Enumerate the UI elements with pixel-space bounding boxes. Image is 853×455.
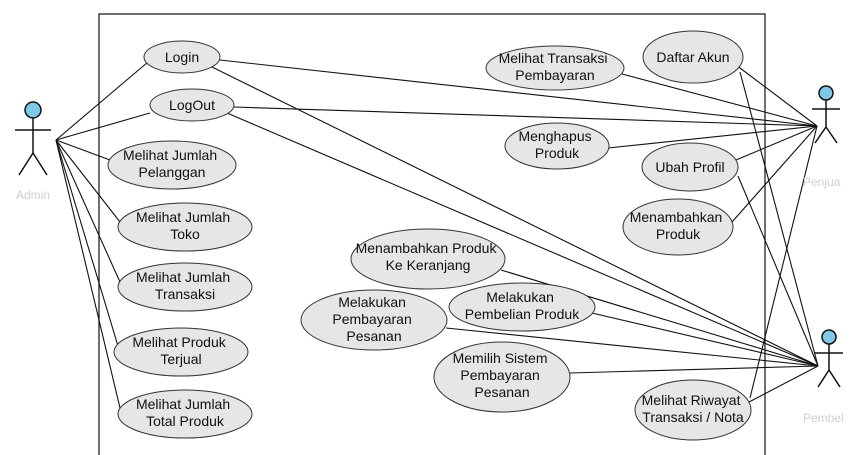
association-admin-login: [55, 61, 149, 141]
usecase-logout: LogOut: [149, 88, 235, 122]
association-admin-melihat-produk-terjual: [55, 139, 119, 347]
svg-text:Melihat Produk Terjual: Melihat Produk Terjual: [132, 334, 229, 367]
association-pembeli-melihat-riwayat-transaksi-nota: [748, 365, 819, 403]
usecase-menghapus-produk: Menghapus Produk: [504, 122, 610, 170]
actor-pembeli: Pembel: [803, 329, 844, 425]
svg-text:Melihat Jumlah Total P: Melihat Jumlah Total Produk: [136, 396, 234, 429]
usecase-melihat-transaksi-pembayaran: Melihat Transaksi Pembayaran: [485, 45, 625, 91]
association-penjual-daftar-akun: [735, 64, 818, 127]
association-pembeli-melakukan-pembayaran-pesanan: [445, 327, 819, 367]
svg-text:Melihat Jumlah Pelangg: Melihat Jumlah Pelanggan: [123, 147, 221, 180]
association-penjual-melihat-transaksi-pembayaran: [621, 73, 818, 127]
svg-text:Melakukan Pembayaran: Melakukan Pembayaran Pesanan: [332, 294, 415, 344]
association-penjual-logout: [233, 106, 818, 127]
association-pembeli-melakukan-pembelian-produk: [591, 312, 819, 367]
association-admin-logout: [55, 112, 151, 141]
usecase-menambahkan-produk: Menambahkan Produk: [622, 198, 734, 256]
usecase-ubah-profil: Ubah Profil: [641, 142, 739, 192]
svg-text:Ubah Profil: Ubah Profil: [655, 159, 724, 175]
usecase-memilih-sistem-pembayaran-pesanan: Memilih Sistem Pembayaran Pesanan: [433, 341, 571, 413]
association-admin-melihat-jumlah-toko: [55, 139, 121, 223]
actor-admin-label: Admin: [16, 188, 50, 202]
system-boundary: [98, 13, 766, 455]
svg-text:LogOut: LogOut: [169, 97, 215, 113]
usecase-melakukan-pembayaran-pesanan: Melakukan Pembayaran Pesanan: [300, 289, 448, 351]
svg-text:Melakukan Pembelian Pr: Melakukan Pembelian Produk: [465, 289, 580, 322]
usecase-melihat-produk-terjual: Melihat Produk Terjual: [113, 327, 249, 377]
association-pembeli-logout: [226, 112, 819, 367]
association-admin-melihat-jumlah-total-produk: [55, 139, 121, 409]
association-admin-melihat-jumlah-transaksi: [55, 139, 121, 283]
actor-penjual-figure: [812, 85, 840, 144]
actor-admin: Admin: [15, 101, 51, 202]
usecase-melihat-jumlah-transaksi: Melihat Jumlah Transaksi: [117, 262, 253, 312]
svg-text:Menambahkan Produk Ke: Menambahkan Produk Ke Keranjang: [356, 240, 501, 273]
association-penjual-login: [219, 59, 818, 127]
association-penjual-menghapus-produk: [607, 125, 818, 149]
svg-text:Menghapus Produk: Menghapus Produk: [518, 128, 595, 161]
usecase-melihat-jumlah-pelanggan: Melihat Jumlah Pelanggan: [107, 140, 237, 190]
svg-text:Melihat Jumlah Transak: Melihat Jumlah Transaksi: [136, 269, 234, 302]
actor-penjual: Penjua: [803, 85, 841, 189]
association-penjual-melihat-riwayat-transaksi-nota: [749, 125, 818, 399]
association-penjual-menambahkan-produk: [731, 125, 818, 223]
associations: [55, 59, 819, 409]
actor-pembeli-figure: [815, 329, 843, 388]
usecase-melihat-jumlah-total-produk: Melihat Jumlah Total Produk: [117, 389, 253, 439]
association-pembeli-ubah-profil: [737, 175, 819, 367]
usecase-menambahkan-produk-ke-keranjang: Menambahkan Produk Ke Keranjang: [350, 228, 506, 290]
svg-text:Menambahkan Produk: Menambahkan Produk: [630, 209, 727, 242]
svg-text:Daftar Akun: Daftar Akun: [656, 49, 729, 65]
svg-text:Login: Login: [165, 49, 199, 65]
association-pembeli-memilih-sistem-pembayaran-pesanan: [569, 365, 819, 374]
actor-pembeli-label: Pembel: [803, 411, 844, 425]
svg-text:Melihat Jumlah Toko: Melihat Jumlah Toko: [136, 209, 234, 242]
actor-admin-figure: [15, 101, 51, 176]
association-admin-melihat-jumlah-pelanggan: [55, 139, 111, 161]
usecase-melihat-riwayat-transaksi-nota: Melihat Riwayat Transaksi / Nota: [634, 379, 752, 441]
actor-penjual-label: Penjua: [803, 175, 841, 189]
svg-text:Melihat Transaksi Pemb: Melihat Transaksi Pembayaran: [499, 50, 612, 83]
svg-text:Melihat Riwayat Transa: Melihat Riwayat Transaksi / Nota: [642, 392, 745, 425]
association-pembeli-daftar-akun: [739, 71, 819, 367]
usecase-login: Login: [143, 40, 221, 74]
svg-text:Memilih Sistem Pembaya: Memilih Sistem Pembayaran Pesanan: [453, 350, 552, 400]
association-pembeli-login: [211, 66, 819, 367]
association-penjual-ubah-profil: [735, 125, 818, 161]
usecase-daftar-akun: Daftar Akun: [642, 30, 744, 84]
usecase-melakukan-pembelian-produk: Melakukan Pembelian Produk: [448, 282, 596, 332]
usecase-melihat-jumlah-toko: Melihat Jumlah Toko: [117, 202, 253, 252]
